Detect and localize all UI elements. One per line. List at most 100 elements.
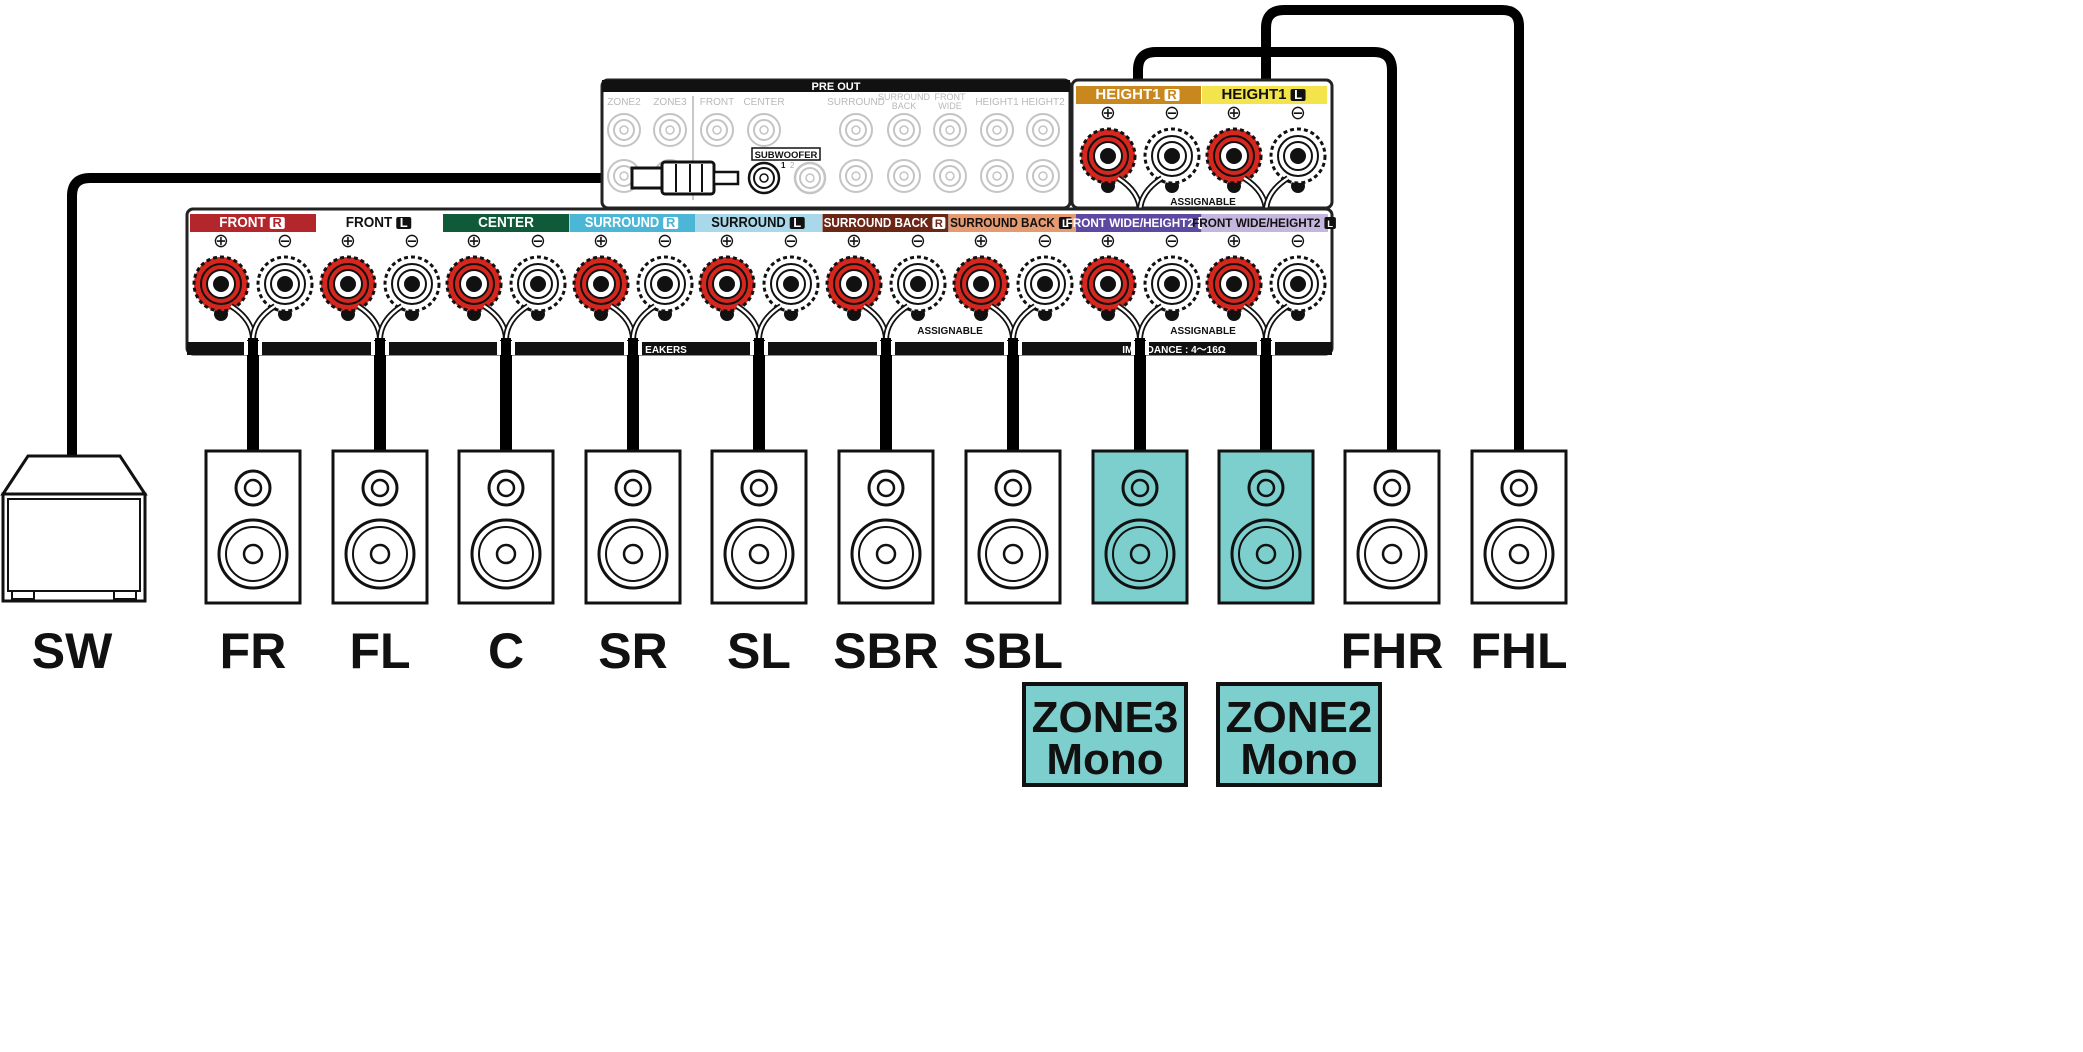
speakers-label: EAKERS — [645, 345, 687, 356]
channel-side-box — [932, 217, 946, 229]
pre-out-label: HEIGHT1 — [975, 97, 1019, 108]
channel-label: SURROUND BACK — [950, 215, 1055, 230]
channel-label: HEIGHT1 — [1095, 86, 1160, 103]
channel-side-letter: L — [793, 215, 801, 230]
plus-terminal-hole — [593, 276, 609, 292]
channel-label: FRONT WIDE/HEIGHT2 — [1066, 218, 1194, 230]
woofer-cap — [242, 543, 264, 565]
rca-plug-tip — [712, 170, 740, 186]
channel-side-letter: R — [1167, 87, 1177, 102]
minus-terminal-hole — [1290, 276, 1306, 292]
speaker-cable — [248, 338, 258, 455]
pre-out-label-line: WIDE — [938, 101, 962, 111]
pre-out-jack-pin — [899, 125, 909, 135]
subwoofer-panel — [7, 498, 141, 592]
pre-out-jack-pin — [992, 171, 1002, 181]
minus-symbol: ⊖ — [657, 231, 673, 252]
pre-out-title-bar — [602, 80, 1070, 92]
woofer-cap — [369, 543, 391, 565]
pre-out-label: HEIGHT2 — [1021, 97, 1065, 108]
pre-out-jack-pin — [712, 125, 722, 135]
speaker-label-fr: FR — [220, 623, 287, 679]
channel-header-bg — [1202, 214, 1328, 232]
plus-symbol: ⊕ — [1226, 231, 1242, 252]
channel-side-letter: L — [1327, 219, 1333, 230]
channel-side-box — [1290, 89, 1306, 101]
minus-symbol: ⊖ — [1164, 231, 1180, 252]
woofer-cap — [1129, 543, 1151, 565]
minus-terminal-hole — [404, 276, 420, 292]
tweeter-dome — [243, 478, 263, 498]
plus-symbol: ⊕ — [466, 231, 482, 252]
channel-side-box — [1164, 89, 1180, 101]
cables-back-layer — [67, 5, 1524, 460]
plus-symbol: ⊕ — [340, 231, 356, 252]
channel-header-bg — [1075, 214, 1202, 232]
speaker-cable — [375, 338, 385, 455]
channel-side-box — [789, 217, 805, 229]
pre-out-label: CENTER — [743, 97, 784, 108]
pre-out-jack-pin — [1038, 125, 1048, 135]
speaker-label-fl: FL — [349, 623, 410, 679]
upper-assignable-label: ASSIGNABLE — [1170, 197, 1236, 208]
impedance-label: IMPEDANCE : 4～16Ω — [1122, 345, 1226, 356]
channel-side-box — [663, 217, 679, 229]
plus-terminal-hole — [1100, 148, 1116, 164]
assignable-label-1: ASSIGNABLE — [917, 326, 983, 337]
channel-side-letter: R — [935, 218, 943, 230]
plus-terminal-hole — [973, 276, 989, 292]
channel-side-box — [1058, 217, 1072, 229]
woofer-cap — [622, 543, 644, 565]
cable-fhl — [1261, 5, 1524, 460]
plus-symbol: ⊕ — [593, 231, 609, 252]
pre-out-jack-pin — [992, 125, 1002, 135]
channel-side-letter: L — [1294, 87, 1302, 102]
terminal-wire-inner — [1011, 304, 1036, 341]
terminal-wire-inner — [1138, 304, 1163, 341]
speaker-label-fhr: FHR — [1341, 623, 1444, 679]
speaker-cable — [1008, 338, 1018, 455]
plus-symbol: ⊕ — [846, 231, 862, 252]
woofer-cap — [1255, 543, 1277, 565]
plus-terminal-hole — [719, 276, 735, 292]
minus-terminal-hole — [530, 276, 546, 292]
pre-out-label: ZONE2 — [607, 97, 641, 108]
speaker-label-fhl: FHL — [1470, 623, 1567, 679]
woofer-cap — [1508, 543, 1530, 565]
pre-out-jack-pin — [1038, 171, 1048, 181]
speaker-label-sbr: SBR — [833, 623, 939, 679]
minus-terminal-hole — [910, 276, 926, 292]
pre-out-title: PRE OUT — [812, 81, 861, 93]
tweeter-dome — [623, 478, 643, 498]
zone-box-line1: ZONE3 — [1032, 693, 1179, 742]
terminal-wire-inner — [757, 304, 782, 341]
rca-plug-body — [660, 160, 716, 196]
terminal-wire-inner — [631, 304, 656, 341]
minus-symbol: ⊖ — [910, 231, 926, 252]
tweeter-dome — [1382, 478, 1402, 498]
plus-symbol: ⊕ — [213, 231, 229, 252]
pre-out-jack-pin — [945, 171, 955, 181]
woofer-cap — [495, 543, 517, 565]
plus-symbol: ⊕ — [1100, 231, 1116, 252]
channel-label: SURROUND — [585, 214, 660, 231]
channel-side-letter: L — [1062, 218, 1069, 230]
minus-symbol: ⊖ — [1290, 103, 1306, 124]
tweeter-dome — [1130, 478, 1150, 498]
minus-symbol: ⊖ — [277, 231, 293, 252]
channel-label: SURROUND — [711, 214, 786, 231]
zone-box-line2: Mono — [1046, 735, 1163, 784]
tweeter-dome — [1256, 478, 1276, 498]
pre-out-jack-pin — [619, 171, 629, 181]
subwoofer-top — [0, 454, 148, 496]
channel-header-bg — [443, 214, 569, 232]
plus-symbol: ⊕ — [1226, 103, 1242, 124]
